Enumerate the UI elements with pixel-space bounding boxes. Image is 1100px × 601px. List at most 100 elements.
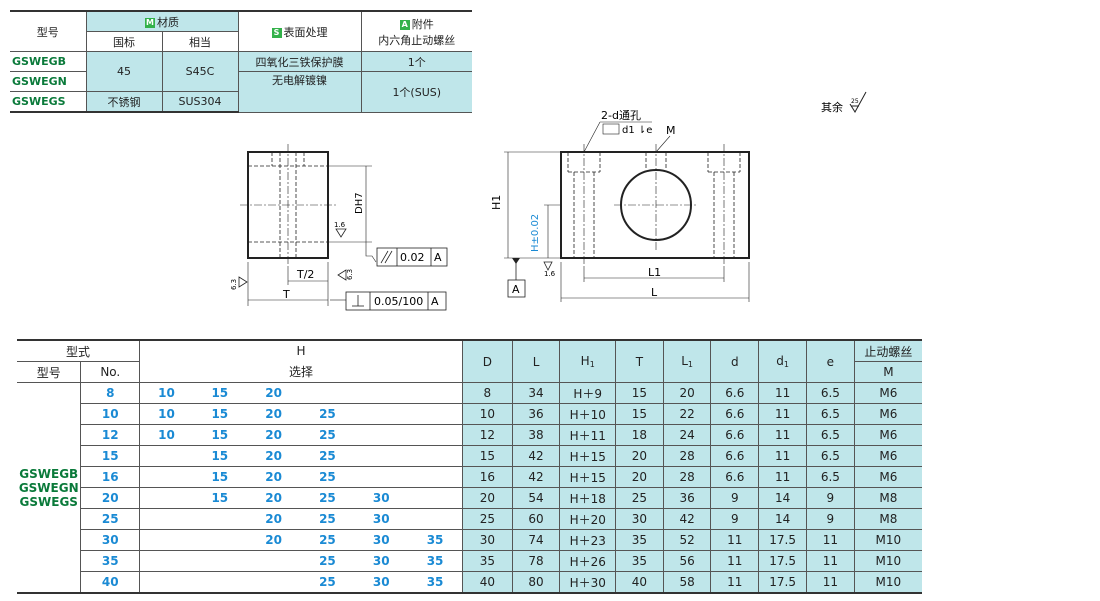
material-equivalent: SUS304 [161,91,239,113]
cell-e: 6.5 [806,424,855,446]
cell-e: 9 [806,508,855,530]
h-option [247,571,302,594]
h-option: 25 [301,487,355,509]
cell-l1: 22 [662,403,711,425]
cell-e: 11 [806,571,855,594]
h-option: 15 [193,403,248,425]
material-equivalent: S45C [161,51,239,92]
h-option [247,550,302,572]
cell-e: 6.5 [806,403,855,425]
cell-e: 6.5 [806,445,855,467]
material-national: 45 [85,51,163,92]
h-option [354,445,409,467]
h-option: 20 [247,466,302,488]
h-option [354,403,409,425]
cell-l1: 52 [662,529,711,551]
h-option [354,424,409,446]
surface-treatment: 无电解镀镍 [237,71,362,113]
cell-d: 35 [462,550,513,572]
material-national: 不锈钢 [85,91,163,113]
cell-e: 9 [806,487,855,509]
h-option [408,445,463,467]
surface-treatment: 四氧化三铁保护膜 [237,51,362,72]
cell-h1: H＋9 [559,382,616,404]
cell-h1: H＋11 [559,424,616,446]
cell-m: M8 [853,508,922,530]
cell-d: 6.6 [710,403,759,425]
row-no: 25 [80,508,141,530]
h-option: 20 [247,529,302,551]
l-label: L [651,286,658,299]
h-option: 15 [193,424,248,446]
h-option: 30 [354,487,409,509]
t-label: T [282,288,290,301]
roughness-6-3: 6.3 [230,279,238,290]
cell-d: 6.6 [710,466,759,488]
col-t-header: T [615,339,664,383]
h-option: 20 [247,487,302,509]
cell-d: 6.6 [710,424,759,446]
cell-d1: 17.5 [758,529,807,551]
l1-label: L1 [648,266,661,279]
h-option: 20 [247,403,302,425]
h-option [139,550,194,572]
cell-h1: H＋10 [559,403,616,425]
counterbore-icon [602,123,620,135]
roughness-6-3: 6.3 [346,269,354,280]
accessory-qty: 1个(SUS) [360,71,472,113]
hole-note: 2-d通孔 [601,109,641,122]
cell-d1: 14 [758,508,807,530]
model-code: GSWEGB [19,466,79,481]
row-no: 12 [80,424,141,446]
cell-l: 42 [511,466,560,488]
h-option [408,382,463,404]
cell-m: M10 [853,571,922,594]
h-option [139,487,194,509]
col-d-small-header: d [710,339,759,383]
h-option: 30 [354,550,409,572]
bore-dim-label: DH7 [354,192,365,214]
h-option: 30 [354,529,409,551]
row-no: 16 [80,466,141,488]
cell-t: 15 [615,382,664,404]
row-no: 8 [80,382,141,404]
cell-e: 11 [806,529,855,551]
row-no: 10 [80,403,141,425]
parallelism-datum: A [434,251,442,264]
cell-e: 6.5 [806,466,855,488]
h-option: 25 [301,550,355,572]
cell-d: 25 [462,508,513,530]
h-option: 15 [193,466,248,488]
side-view [240,144,377,306]
screw-header: 止动螺丝 [853,339,922,362]
h-option: 10 [139,403,194,425]
cell-d: 6.6 [710,445,759,467]
cell-d: 11 [710,550,759,572]
col-d-header: D [462,339,513,383]
perpendicularity-datum: A [431,295,439,308]
h-option [193,571,248,594]
cell-l1: 20 [662,382,711,404]
cell-l: 74 [511,529,560,551]
col-e-header: e [806,339,855,383]
cell-t: 40 [615,571,664,594]
cell-e: 11 [806,550,855,572]
cell-t: 18 [615,424,664,446]
h-option [354,382,409,404]
h-option [193,508,248,530]
col-d1-header: d1 [758,339,807,383]
h-option [408,487,463,509]
row-no: 40 [80,571,141,594]
cell-l: 60 [511,508,560,530]
roughness-value: 25 [851,98,859,105]
h-option: 15 [193,487,248,509]
cell-d: 8 [462,382,513,404]
